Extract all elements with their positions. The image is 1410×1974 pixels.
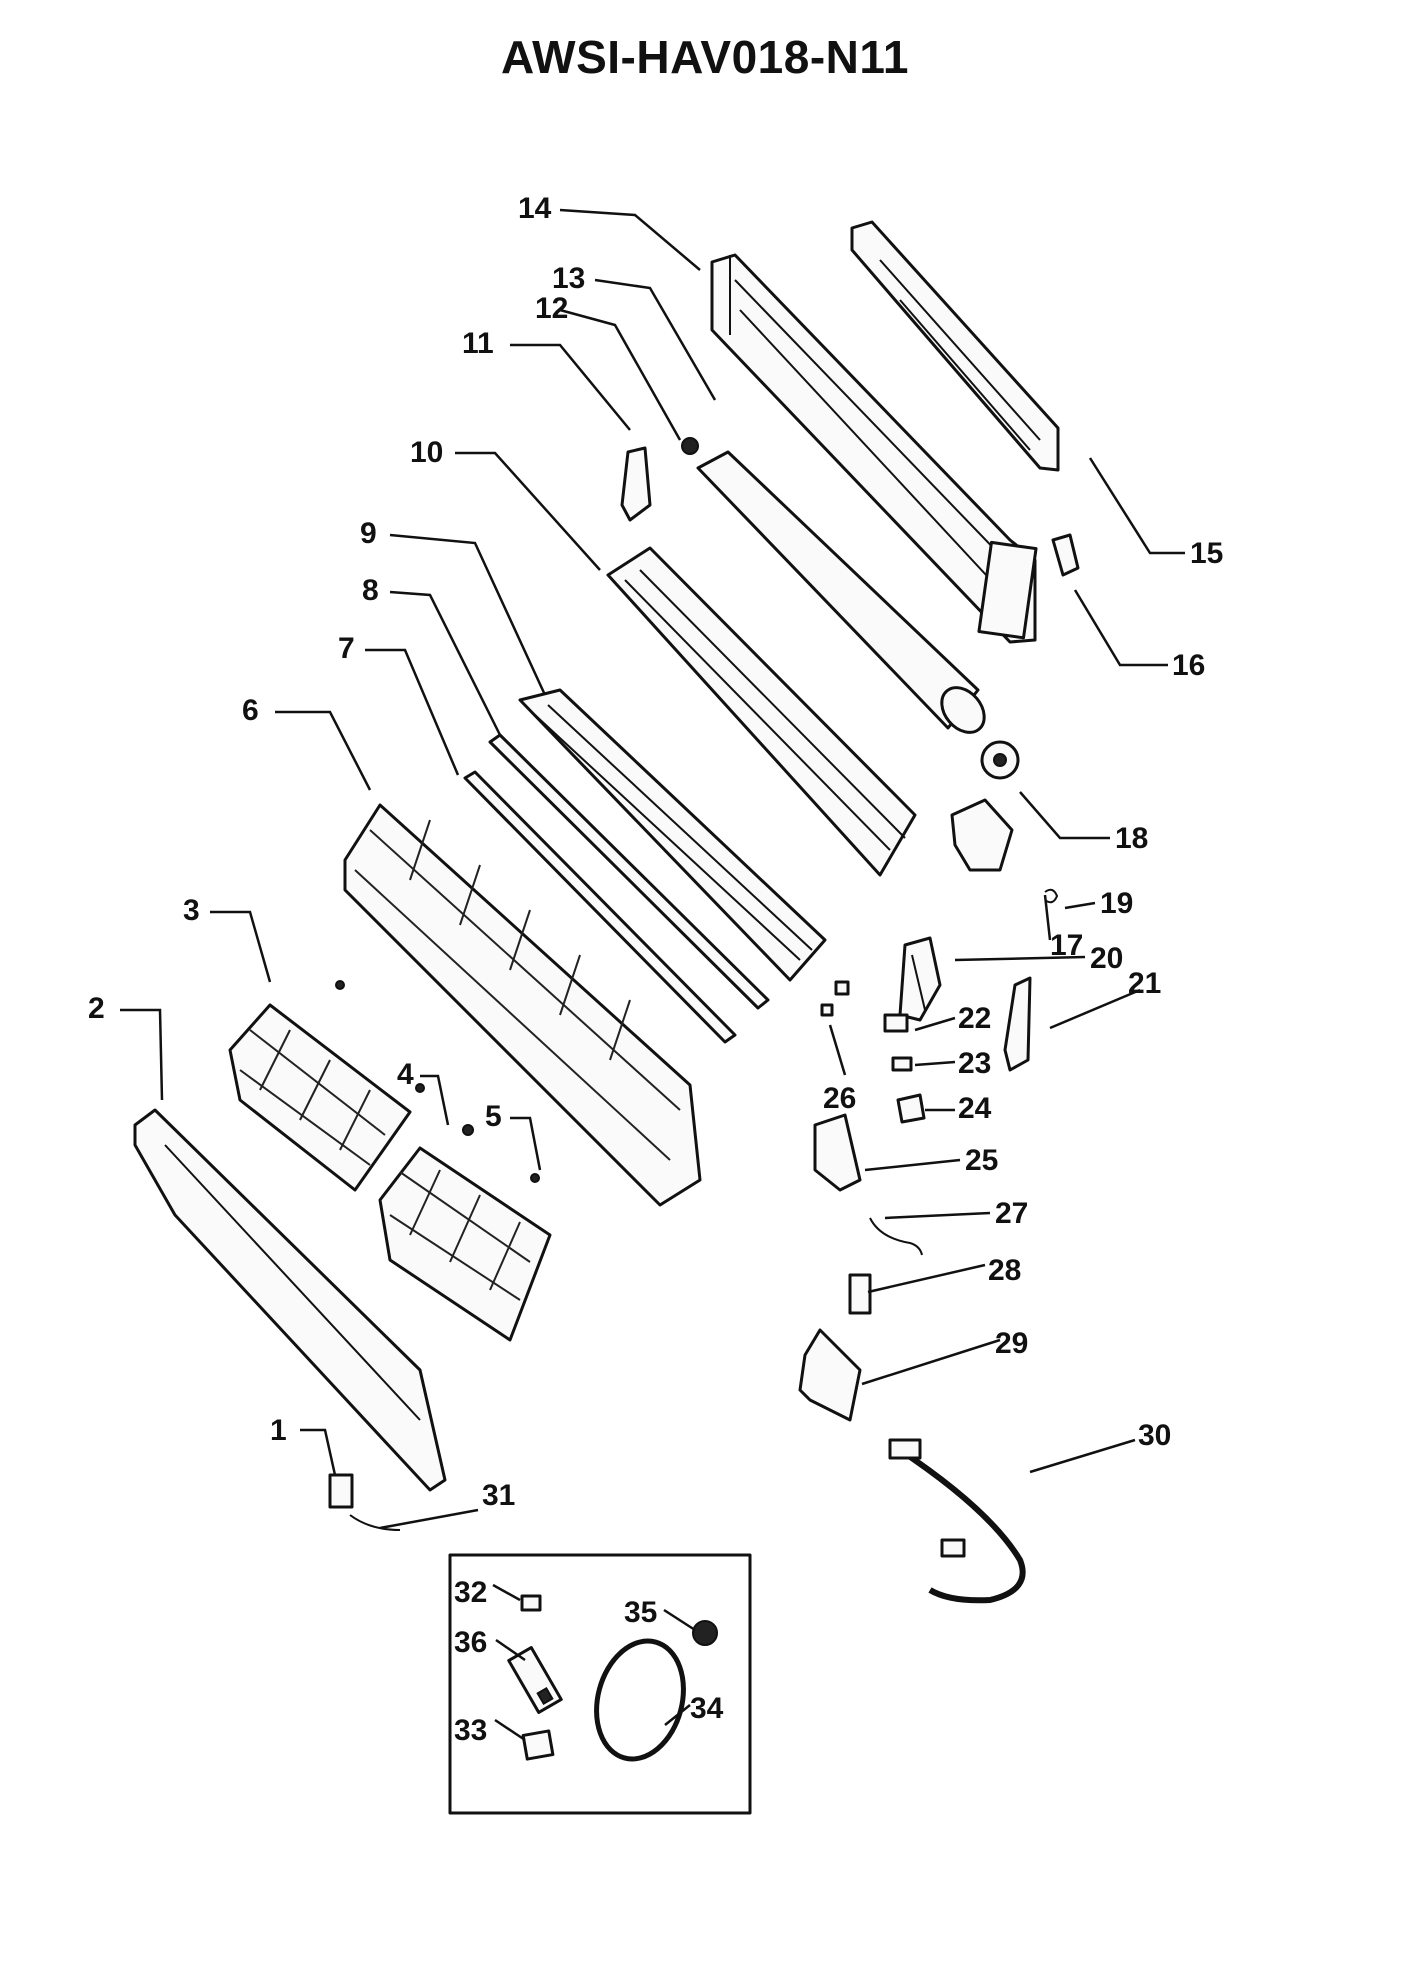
label-7: 7 — [338, 632, 355, 665]
label-11: 11 — [462, 327, 494, 360]
accessory-box — [448, 1553, 752, 1815]
front-panel-part — [133, 1108, 447, 1492]
pcb-part — [813, 1113, 862, 1192]
leader-lines — [120, 208, 1185, 1742]
label-26: 26 — [823, 1082, 856, 1115]
label-13: 13 — [552, 262, 585, 295]
label-15: 15 — [1190, 537, 1223, 570]
label-3: 3 — [183, 894, 200, 927]
remote-holder-part — [520, 1594, 542, 1612]
label-9: 9 — [360, 517, 377, 550]
screws-part — [335, 980, 540, 1183]
louver-part — [488, 733, 770, 1010]
bearing-part — [681, 437, 699, 455]
label-23: 23 — [958, 1047, 991, 1080]
fan-motor-part — [980, 740, 1020, 780]
evaporator-part — [606, 546, 917, 877]
label-2: 2 — [88, 992, 105, 1025]
label-27: 27 — [995, 1197, 1028, 1230]
display-board-part — [328, 1473, 354, 1509]
label-28: 28 — [988, 1254, 1021, 1287]
component-28-part — [848, 1273, 872, 1315]
front-panel-frame-part — [343, 803, 702, 1207]
crossflow-fan-part — [696, 450, 986, 734]
component-24-part — [896, 1093, 926, 1124]
connectors-part — [820, 980, 850, 1017]
label-34: 34 — [690, 1692, 724, 1725]
label-12: 12 — [535, 292, 568, 325]
bracket-part — [620, 446, 652, 522]
label-16: 16 — [1172, 649, 1205, 682]
label-17: 17 — [1050, 929, 1083, 962]
display-cable-part — [349, 1514, 401, 1531]
label-5: 5 — [485, 1100, 502, 1133]
label-8: 8 — [362, 574, 379, 607]
label-35: 35 — [624, 1596, 657, 1629]
battery-part — [521, 1729, 555, 1761]
drain-hose-part — [594, 1638, 686, 1762]
terminal-bracket-part — [898, 936, 942, 1022]
label-10: 10 — [410, 436, 443, 469]
label-33: 33 — [454, 1714, 487, 1747]
label-24: 24 — [958, 1092, 992, 1125]
label-22: 22 — [958, 1002, 991, 1035]
label-29: 29 — [995, 1327, 1028, 1360]
label-21: 21 — [1128, 967, 1161, 1000]
label-14: 14 — [518, 192, 552, 225]
component-23-part — [891, 1056, 913, 1072]
mounting-plate-part — [850, 220, 1060, 472]
label-32: 32 — [454, 1576, 487, 1609]
sensor-wire-part — [869, 1217, 923, 1256]
electric-box-cover-part — [798, 1328, 862, 1422]
label-18: 18 — [1115, 822, 1148, 855]
air-filter-left-part — [228, 1003, 412, 1192]
small-clip-part — [1044, 888, 1059, 904]
side-bracket-part — [1003, 976, 1032, 1072]
clip-part — [1051, 533, 1080, 577]
chassis-frame-part — [710, 253, 1038, 644]
label-20: 20 — [1090, 942, 1123, 975]
label-25: 25 — [965, 1144, 998, 1177]
label-4: 4 — [397, 1058, 414, 1091]
remote-control-part — [507, 1646, 563, 1714]
drain-plug-part — [692, 1620, 718, 1646]
drain-pan-part — [518, 688, 827, 982]
label-36: 36 — [454, 1626, 487, 1659]
motor-housing-part — [950, 798, 1014, 872]
label-6: 6 — [242, 694, 259, 727]
label-30: 30 — [1138, 1419, 1171, 1452]
air-filter-right-part — [378, 1146, 552, 1342]
component-22-part — [883, 1013, 909, 1033]
diagram-title: AWSI-HAV018-N11 — [500, 31, 909, 83]
label-19: 19 — [1100, 887, 1133, 920]
connecting-pipe-part — [888, 1438, 1026, 1604]
label-1: 1 — [270, 1414, 287, 1447]
label-31: 31 — [482, 1479, 515, 1512]
louver-blade-part — [463, 770, 737, 1044]
